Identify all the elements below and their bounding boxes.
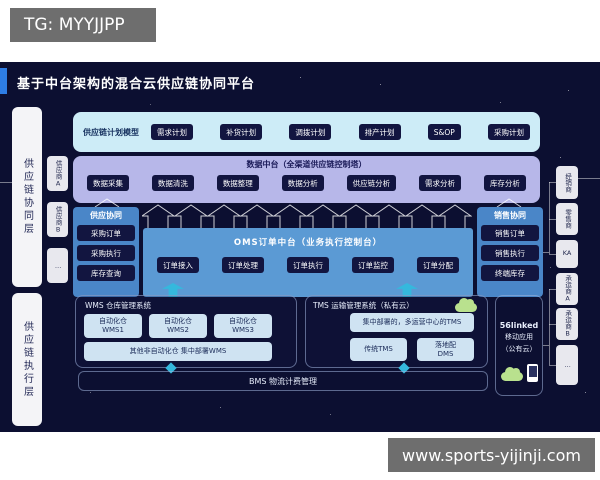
bracket-stub (549, 219, 556, 220)
watermark-top-left: TG: MYYJJPP (10, 8, 156, 42)
oms-items: 订单接入 订单处理 订单执行 订单监控 订单分配 (157, 257, 459, 273)
supply-collab-title: 供应协同 (90, 211, 122, 220)
wms-cell-1-line2: WMS1 (102, 326, 124, 334)
plan-item-replenish: 补货计划 (220, 124, 263, 140)
tms-cell-traditional: 传统TMS (350, 338, 407, 361)
data-platform-title: 数据中台（全渠道供应链控制塔） (246, 160, 367, 169)
chevron-up-icon (94, 198, 120, 208)
tms-title: TMS 运输管理系统（私有云） (313, 301, 414, 310)
wms-wide-cell: 其他非自动化仓 集中部署WMS (84, 342, 272, 361)
customer-distributor-box: 经销商 (556, 166, 578, 199)
supplier-a-box: 供应商A (47, 156, 68, 191)
left-connector-line (0, 182, 12, 183)
mobile-app-type: 移动应用 (505, 333, 533, 341)
bracket-line (549, 182, 550, 254)
oms-item-monitor: 订单监控 (352, 257, 394, 273)
layer-label-execution: 供应链执行层 (12, 293, 42, 426)
bms-bar: BMS 物流计费管理 (78, 371, 488, 391)
tms-cell-dms: 落地配 DMS (417, 338, 474, 361)
plan-item-sop: S&OP (427, 124, 461, 140)
watermark-bottom-right: www.sports-yijinji.com (388, 438, 595, 472)
data-item-demand: 需求分析 (419, 175, 462, 191)
supply-item-inventory-query: 库存查询 (77, 265, 135, 281)
data-item-collect: 数据采集 (87, 175, 129, 191)
sales-item-execution: 销售执行 (481, 245, 539, 261)
plan-item-demand: 需求计划 (151, 124, 193, 140)
wms-cell-2-line2: WMS2 (167, 326, 189, 334)
tms-cell-dms-line1: 落地配 (435, 340, 456, 349)
sales-item-terminal-inventory: 终端库存 (481, 265, 539, 281)
title-accent-bar (0, 68, 7, 94)
data-item-clean: 数据清洗 (151, 175, 194, 191)
up-arrows-icon (142, 204, 472, 228)
supply-item-po: 采购订单 (77, 225, 135, 241)
carrier-b-box: 承运商B (556, 308, 578, 340)
oms-item-allocate: 订单分配 (417, 257, 459, 273)
diagram-title: 基于中台架构的混合云供应链协同平台 (17, 77, 256, 92)
wms-cell-3-line1: 自动化仓 (229, 317, 257, 326)
oms-item-access: 订单接入 (157, 257, 199, 273)
oms-item-execute: 订单执行 (287, 257, 329, 273)
plan-item-allocation: 调拨计划 (289, 124, 332, 140)
right-connector-line (578, 178, 600, 179)
tms-cell-dms-line2: DMS (437, 349, 454, 358)
data-platform-items: 数据采集 数据清洗 数据整理 数据分析 供应链分析 需求分析 库存分析 (87, 175, 526, 191)
customer-retailer-box: 零售商 (556, 203, 578, 235)
mobile-app-name: 56linked (499, 321, 539, 330)
carrier-a-box: 承运商A (556, 273, 578, 305)
wms-cell-3-line2: WMS3 (232, 326, 254, 334)
bracket-stub (549, 365, 556, 366)
layer-label-collaboration: 供应链协同层 (12, 107, 42, 287)
supply-collab-column: 供应协同 采购订单 采购执行 库存查询 (73, 207, 139, 297)
bracket-stub (549, 182, 556, 183)
bracket-line (549, 289, 550, 365)
supplier-b-box: 供应商B (47, 202, 68, 237)
wms-cell-1: 自动化仓 WMS1 (84, 314, 142, 338)
mobile-app-cloud: （公有云） (501, 345, 537, 353)
cloud-icon (501, 367, 523, 381)
supplier-more-box: … (47, 248, 68, 283)
carrier-more-box: … (556, 345, 578, 385)
bracket-stub (543, 345, 549, 346)
oms-title: OMS订单中台（业务执行控制台） (233, 238, 383, 248)
data-item-inventory: 库存分析 (483, 175, 526, 191)
wms-title: WMS 仓库管理系统 (85, 301, 152, 310)
chevron-up-icon (496, 198, 522, 208)
plan-model-row: 供应链计划模型 需求计划 补货计划 调拨计划 排产计划 S&OP 采购计划 (73, 112, 540, 152)
sales-collab-column: 销售协同 销售订单 销售执行 终端库存 (477, 207, 543, 297)
mobile-app-section: 56linked 移动应用 （公有云） (495, 295, 543, 396)
bracket-stub (549, 289, 556, 290)
plan-items: 需求计划 补货计划 调拨计划 排产计划 S&OP 采购计划 (151, 124, 530, 140)
bracket-stub (549, 324, 556, 325)
plan-row-label: 供应链计划模型 (83, 127, 139, 137)
oms-platform: OMS订单中台（业务执行控制台） 订单接入 订单处理 订单执行 订单监控 订单分… (143, 228, 473, 297)
supply-item-execution: 采购执行 (77, 245, 135, 261)
bracket-stub (543, 252, 549, 253)
wms-cell-2: 自动化仓 WMS2 (149, 314, 207, 338)
tms-wide-cell: 集中部署的，多运营中心的TMS (350, 313, 474, 332)
customer-ka-box: KA (556, 240, 578, 268)
data-platform-row: 数据中台（全渠道供应链控制塔） 数据采集 数据清洗 数据整理 数据分析 供应链分… (73, 156, 540, 203)
wms-cell-3: 自动化仓 WMS3 (214, 314, 272, 338)
sales-item-order: 销售订单 (481, 225, 539, 241)
cloud-icon (455, 298, 477, 312)
plan-item-procurement: 采购计划 (487, 124, 530, 140)
starfield-decoration (0, 62, 1, 63)
bracket-stub (549, 254, 556, 255)
wms-cell-1-line1: 自动化仓 (99, 317, 127, 326)
data-item-organize: 数据整理 (216, 175, 259, 191)
wms-cell-2-line1: 自动化仓 (164, 317, 192, 326)
diagram-panel: 基于中台架构的混合云供应链协同平台 供应链协同层 供应链执行层 供应商A 供应商… (0, 62, 600, 432)
phone-icon (527, 364, 538, 382)
plan-item-production: 排产计划 (358, 124, 401, 140)
data-item-analyze: 数据分析 (281, 175, 324, 191)
oms-item-process: 订单处理 (222, 257, 264, 273)
data-item-supplychain: 供应链分析 (346, 175, 397, 191)
sales-collab-title: 销售协同 (494, 211, 526, 220)
